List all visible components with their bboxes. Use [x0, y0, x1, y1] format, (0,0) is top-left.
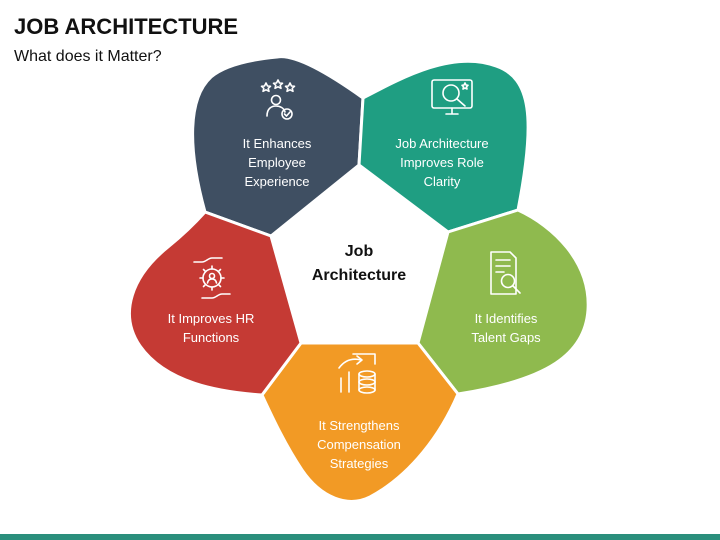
petal-hr-functions-label-line-1: It Improves HR	[168, 311, 255, 326]
petal-talent-gaps	[416, 208, 590, 396]
center-label-line-2: Architecture	[312, 267, 406, 284]
money-growth-icon	[338, 353, 376, 394]
petal-hr-functions	[127, 210, 303, 397]
petal-employee-experience-label-line-3: Experience	[244, 174, 309, 189]
bottom-accent-bar	[0, 534, 720, 540]
petal-talent-gaps-label-line-1: It Identifies	[475, 311, 538, 326]
petal-compensation	[260, 341, 460, 503]
monitor-search-icon	[431, 79, 473, 115]
page-subtitle: What does it Matter?	[14, 48, 162, 65]
document-search-icon	[490, 251, 521, 295]
petal-compensation-label-line-3: Strategies	[330, 456, 389, 471]
petal-compensation-label-line-1: It Strengthens	[319, 418, 400, 433]
petal-employee-experience-label-line-2: Employee	[248, 155, 306, 170]
petal-talent-gaps-label-line-2: Talent Gaps	[471, 330, 541, 345]
center-label-line-1: Job	[345, 243, 374, 260]
petal-compensation-label-line-2: Compensation	[317, 437, 401, 452]
petal-role-clarity-label-line-3: Clarity	[424, 174, 461, 189]
hr-gear-hands-icon	[193, 257, 231, 299]
petal-employee-experience	[191, 55, 365, 238]
petal-role-clarity-label-line-1: Job Architecture	[395, 136, 488, 151]
petal-role-clarity-label-line-2: Improves Role	[400, 155, 484, 170]
petal-hr-functions-label-line-2: Functions	[183, 330, 240, 345]
page-title: JOB ARCHITECTURE	[14, 14, 239, 39]
petal-employee-experience-label-line-1: It Enhances	[243, 136, 312, 151]
petal-role-clarity	[357, 59, 530, 234]
employee-rating-icon	[260, 79, 296, 120]
